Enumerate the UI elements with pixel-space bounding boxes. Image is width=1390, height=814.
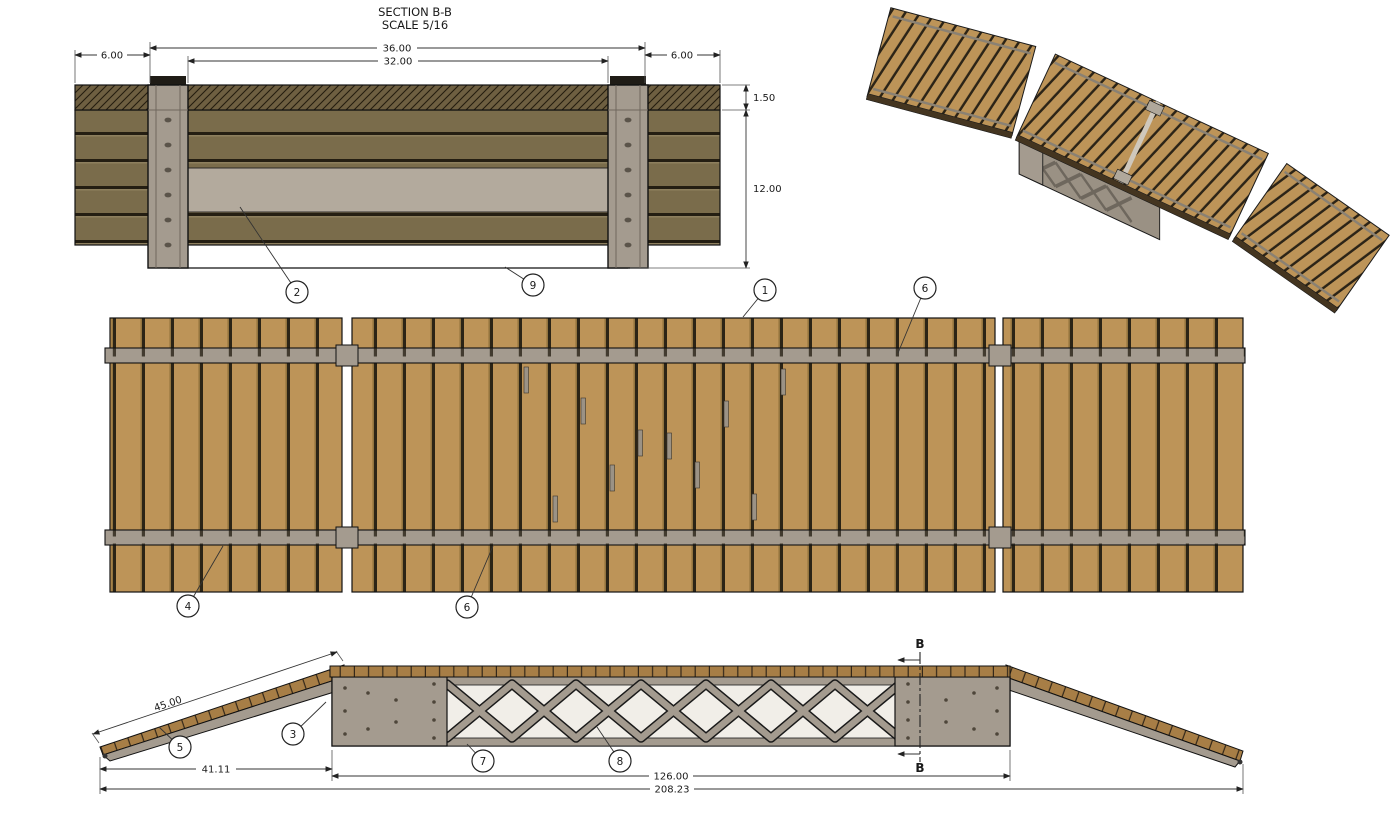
section-view: SECTION B-B SCALE 5/16 <box>74 5 782 304</box>
svg-text:2: 2 <box>294 287 301 299</box>
plan-rail-bottom <box>104 529 1246 546</box>
section-scale: SCALE 5/16 <box>382 18 448 32</box>
elevation-view: B B 45.00 41.11 126.00 208.23 <box>91 637 1244 796</box>
plan-left-ramp-deck <box>109 317 343 593</box>
dim-overall-length: 208.23 <box>655 785 690 796</box>
iso-girder <box>1018 140 1161 241</box>
balloon-6-top: 6 <box>897 276 937 354</box>
balloon-2: 2 <box>239 206 309 304</box>
section-cut-line: B B <box>897 637 925 775</box>
balloon-6-bottom: 6 <box>455 545 494 619</box>
section-title: SECTION B-B <box>378 5 452 19</box>
truss-diagonals <box>442 679 905 743</box>
dim-post-outer-width: 36.00 <box>383 44 412 55</box>
plan-rail-top <box>104 347 1246 364</box>
balloon-5: 5 <box>158 726 192 759</box>
svg-text:3: 3 <box>290 729 297 741</box>
balloon-4: 4 <box>176 545 224 618</box>
section-cut-label-top: B <box>915 637 924 651</box>
dims-bottom: 41.11 126.00 208.23 <box>99 750 1244 796</box>
iso-view <box>865 7 1390 314</box>
balloon-8: 8 <box>596 726 632 773</box>
svg-text:6: 6 <box>464 602 471 614</box>
section-beam-web <box>187 167 609 213</box>
plan-view: 1 6 4 6 <box>104 276 1246 619</box>
elevation-deck-strip <box>329 665 1011 678</box>
plan-center-deck <box>351 317 996 593</box>
elevation-right-ramp <box>1005 664 1244 768</box>
elevation-left-ramp <box>99 664 345 762</box>
svg-text:6: 6 <box>922 283 929 295</box>
svg-text:9: 9 <box>530 280 537 292</box>
girder-end-plate-left <box>331 676 448 747</box>
section-cut-label-bottom: B <box>915 761 924 775</box>
section-dims-top: 36.00 32.00 6.00 6.00 <box>74 42 721 83</box>
dim-deck-thickness: 1.50 <box>753 93 775 104</box>
iso-center-deck <box>1014 53 1270 240</box>
balloon-3: 3 <box>281 701 327 746</box>
dim-ramp-run: 41.11 <box>202 765 231 776</box>
dim-bridge-length: 126.00 <box>654 772 689 783</box>
svg-text:1: 1 <box>762 285 769 297</box>
iso-right-ramp <box>1231 162 1390 314</box>
dim-beam-depth: 12.00 <box>753 184 782 195</box>
dim-right-overhang: 6.00 <box>671 51 693 62</box>
balloon-1: 1 <box>742 278 777 318</box>
iso-left-ramp <box>865 7 1037 139</box>
plan-truss-glimpses <box>523 366 786 523</box>
svg-text:8: 8 <box>617 756 624 768</box>
section-dims-right: 1.50 12.00 <box>630 84 782 269</box>
svg-text:7: 7 <box>480 756 487 768</box>
plan-junction-plates <box>335 344 1012 549</box>
section-post-right <box>607 76 649 269</box>
dim-post-inner-width: 32.00 <box>384 57 413 68</box>
svg-text:5: 5 <box>177 742 184 754</box>
section-post-left <box>147 76 189 269</box>
dim-left-overhang: 6.00 <box>101 51 123 62</box>
girder-end-plate-right <box>894 676 1011 747</box>
balloon-9: 9 <box>504 266 545 297</box>
svg-text:4: 4 <box>185 601 192 613</box>
plan-right-ramp-deck <box>1002 317 1244 593</box>
balloon-7: 7 <box>466 743 495 773</box>
elevation-girder <box>331 676 1011 747</box>
